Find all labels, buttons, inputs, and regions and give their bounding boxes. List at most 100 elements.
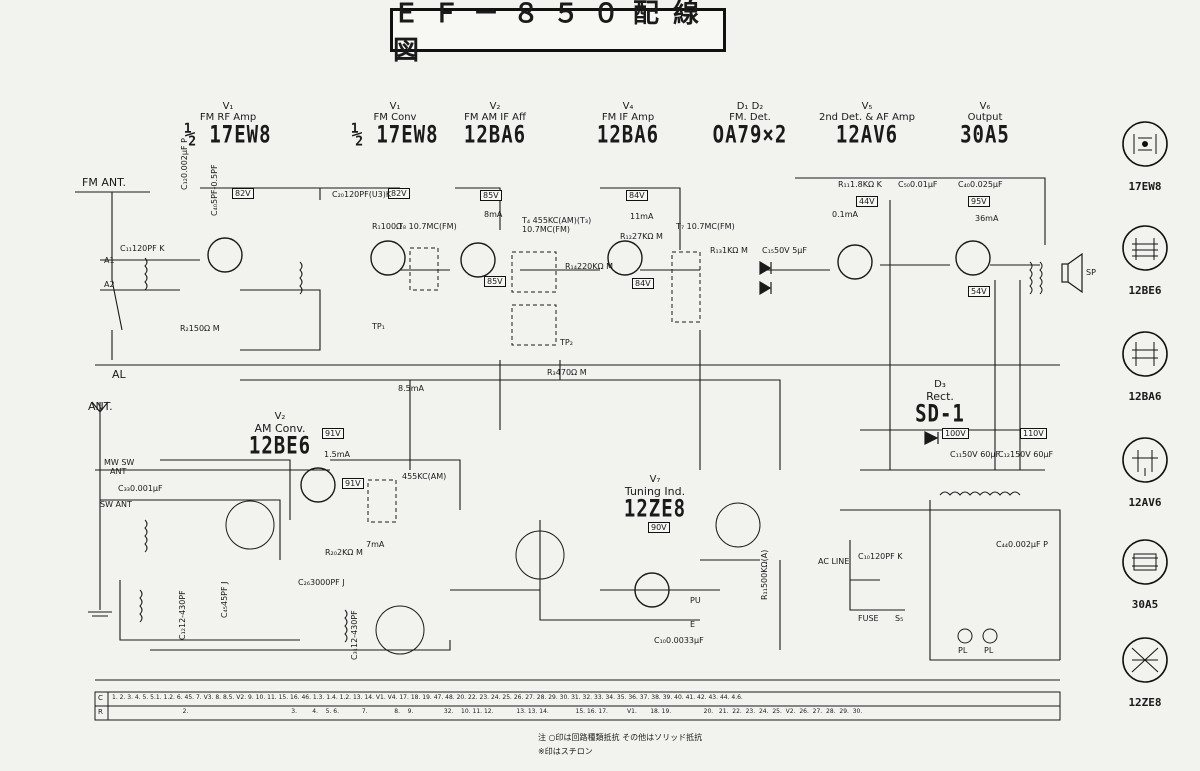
tube-type: SD-1	[915, 400, 965, 428]
b-plus-v4-rail	[600, 187, 681, 250]
tube-base-icon	[1122, 539, 1168, 585]
component-c10: C₁₀0.0033μF	[654, 636, 704, 645]
note-line-2: ※印はスチロン	[538, 747, 593, 756]
tuning-ind-wires	[600, 559, 760, 591]
b-plus-v2-rail	[455, 187, 501, 230]
tube-type: 30A5	[960, 121, 1010, 149]
switch-wires	[450, 520, 700, 621]
side-tube-12av6: 12AV6	[1100, 428, 1190, 509]
speaker-symbol	[1061, 252, 1083, 294]
tube-envelope-v4	[607, 240, 643, 276]
schematic-wiring	[75, 177, 1083, 721]
side-tube-17ew8: 17EW8	[1100, 112, 1190, 193]
voltage-110v: 110V	[1020, 428, 1047, 439]
tube-type: OA79×2	[712, 121, 788, 149]
tube-envelope-v5	[837, 244, 873, 280]
output-transformer	[1029, 261, 1043, 295]
side-tube-name: 17EW8	[1128, 180, 1162, 193]
tube-type: 12BA6	[463, 121, 527, 149]
tube-base-icon	[1122, 121, 1168, 167]
coil-l1	[144, 257, 148, 291]
component-c26: C₂₆3000PF J	[298, 578, 345, 587]
detector-diodes	[759, 260, 772, 296]
side-tube-name: 30A5	[1131, 598, 1159, 611]
component-c50: C₅₀0.01μF	[898, 180, 938, 189]
component-c31-trim: C₃₁12-430PF	[350, 610, 359, 660]
component-c11b: C₁₁50V 60μF	[950, 450, 1001, 459]
am-ant-label: ANT.	[88, 400, 113, 413]
tube-header-v1-conv: V₁ FM Conv ½ 17EW8	[345, 101, 445, 147]
component-c12b: C₁₂150V 60μF	[998, 450, 1054, 459]
tp1-label: TP₁	[372, 322, 385, 331]
side-tube-12be6: 12BE6	[1100, 216, 1190, 297]
tube-base-icon	[1122, 437, 1168, 483]
e-label: E	[690, 620, 696, 629]
wave-switch-s3	[225, 500, 275, 550]
tube-function: FM Conv	[373, 111, 417, 123]
t8-label: T₈ 10.7MC(FM)	[398, 222, 457, 231]
tube-function: FM. Det.	[729, 111, 771, 123]
sw-ant-label: SW ANT	[100, 500, 132, 509]
wave-switch-s4	[715, 502, 761, 548]
component-r14: R₁₄220KΩ M	[565, 262, 614, 271]
component-r12: R₁₂27KΩ M	[620, 232, 663, 241]
coil-l4	[299, 261, 303, 295]
voltage-85v: 85V	[480, 190, 502, 201]
ac-line-wires	[849, 540, 900, 611]
tube-designator: V₂	[489, 101, 501, 112]
pilot-lamp-1	[957, 628, 973, 644]
tube-function: FM IF Amp	[601, 111, 655, 123]
tube-header-d1d2: D₁ D₂ FM. Det. OA79×2	[700, 101, 800, 149]
tube-designator: V₆	[979, 101, 991, 112]
table-row-r: 2. 3. 4. 5. 6. 7. 8. 9. 32. 10. 11. 12. …	[112, 708, 863, 715]
tube-designator: D₁ D₂	[736, 101, 764, 112]
tube-header-am-conv: V₂ AM Conv. 12BE6	[240, 411, 320, 458]
side-tube-name: 12BE6	[1128, 284, 1162, 297]
component-c11: C₁₁120PF K	[120, 244, 165, 253]
pilot-lamp-label-2: PL	[984, 646, 994, 655]
side-tube-12ba6: 12BA6	[1100, 322, 1190, 403]
rf-conv-wire	[240, 289, 321, 351]
am-ant-wires	[95, 469, 330, 560]
component-r3: R₃470Ω M	[547, 368, 587, 377]
tube-type: 12AV6	[835, 121, 899, 149]
tube-function: FM AM IF Aff	[464, 111, 526, 123]
tube-designator: V₂	[274, 411, 286, 422]
component-r20: R₂₀2KΩ M	[325, 548, 363, 557]
heater-string	[929, 500, 1060, 661]
t1-label: 455KC(AM)	[402, 472, 447, 481]
tube-envelope-am-conv	[300, 467, 336, 503]
tp2-label: TP₂	[560, 338, 573, 347]
tube-designator: V₅	[861, 101, 873, 112]
component-r2: R₂150Ω M	[180, 324, 220, 333]
voltage-91v: 91V	[322, 428, 344, 439]
voltage-91v-b: 91V	[342, 478, 364, 489]
am-lower-wires	[119, 580, 451, 651]
tube-header-tuning-ind: V₇ Tuning Ind. 12ZE8	[610, 474, 700, 521]
component-c12: C₁₂0.002μF P	[180, 138, 189, 190]
side-tube-name: 12AV6	[1128, 496, 1162, 509]
tube-designator: V₄	[622, 101, 634, 112]
tube-header-v4: V₄ FM IF Amp 12BA6	[578, 101, 678, 149]
component-volume-pot: R₁₁500KΩ(A)	[760, 549, 769, 600]
avc-line	[240, 360, 561, 381]
current-1-5ma: 1.5mA	[324, 450, 350, 459]
component-c10b: C₁₀120PF K	[858, 552, 903, 561]
current-11ma: 11mA	[630, 212, 654, 221]
component-c33: C₃₃0.001μF	[118, 484, 163, 493]
tube-header-v1-rf: V₁ FM RF Amp ½ 17EW8	[178, 101, 278, 147]
if-can-t4b	[511, 304, 557, 346]
wave-switch-s1	[375, 605, 425, 655]
voltage-90v: 90V	[648, 522, 670, 533]
b-plus-upper-rail	[200, 187, 400, 200]
ac-line-label: AC LINE	[818, 557, 850, 566]
wave-switch-s2	[515, 530, 565, 580]
voltage-82v: 82V	[232, 188, 254, 199]
current-8-5ma: 8.5mA	[398, 384, 424, 393]
tube-type: 12BA6	[596, 121, 660, 149]
voltage-95v: 95V	[968, 196, 990, 207]
coil-l2	[144, 519, 148, 553]
s5-label: S₅	[895, 614, 904, 623]
tube-envelope-v2	[460, 242, 496, 278]
tube-envelope-v1-rf	[207, 237, 243, 273]
